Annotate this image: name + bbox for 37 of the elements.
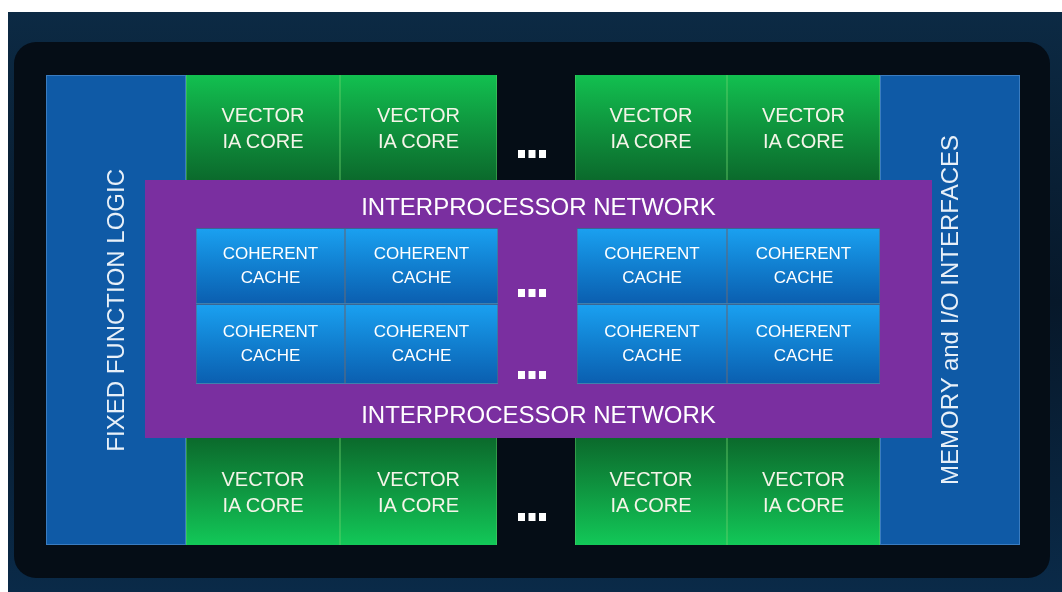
core-label: VECTOR IA CORE [220,102,306,154]
core-block [727,75,880,180]
cache-block [196,304,345,384]
band-label: FIXED FUNCTION LOGIC [101,168,130,452]
cache-label: COHERENT CACHE [372,243,471,289]
cache-block [577,304,727,384]
cache-label: COHERENT CACHE [603,243,701,289]
core-block [186,75,340,180]
band-label: MEMORY and I/O INTERFACES [935,135,964,485]
cache-block [577,228,727,304]
core-block [340,438,497,545]
cache-block [345,304,498,384]
core-block [575,438,727,545]
cache-label: COHERENT CACHE [603,321,701,367]
cache-block [727,228,880,304]
core-block [575,75,727,180]
core-label: VECTOR IA CORE [761,102,846,154]
core-block [727,438,880,545]
core-label: VECTOR IA CORE [608,102,694,154]
cache-label: COHERENT CACHE [372,321,471,367]
cache-block [345,228,498,304]
core-label: VECTOR IA CORE [761,466,846,518]
cache-label: COHERENT CACHE [754,321,853,367]
core-label: VECTOR IA CORE [220,466,306,518]
cache-label: COHERENT CACHE [221,321,320,367]
network-band [145,180,932,438]
core-label: VECTOR IA CORE [376,102,461,154]
core-block [340,75,497,180]
network-label: INTERPROCESSOR NETWORK [360,192,717,222]
core-label: VECTOR IA CORE [608,466,694,518]
network-label: INTERPROCESSOR NETWORK [360,400,717,430]
cache-label: COHERENT CACHE [221,243,320,289]
cache-block [727,304,880,384]
core-label: VECTOR IA CORE [376,466,461,518]
core-block [186,438,340,545]
cache-label: COHERENT CACHE [754,243,853,289]
cache-block [196,228,345,304]
